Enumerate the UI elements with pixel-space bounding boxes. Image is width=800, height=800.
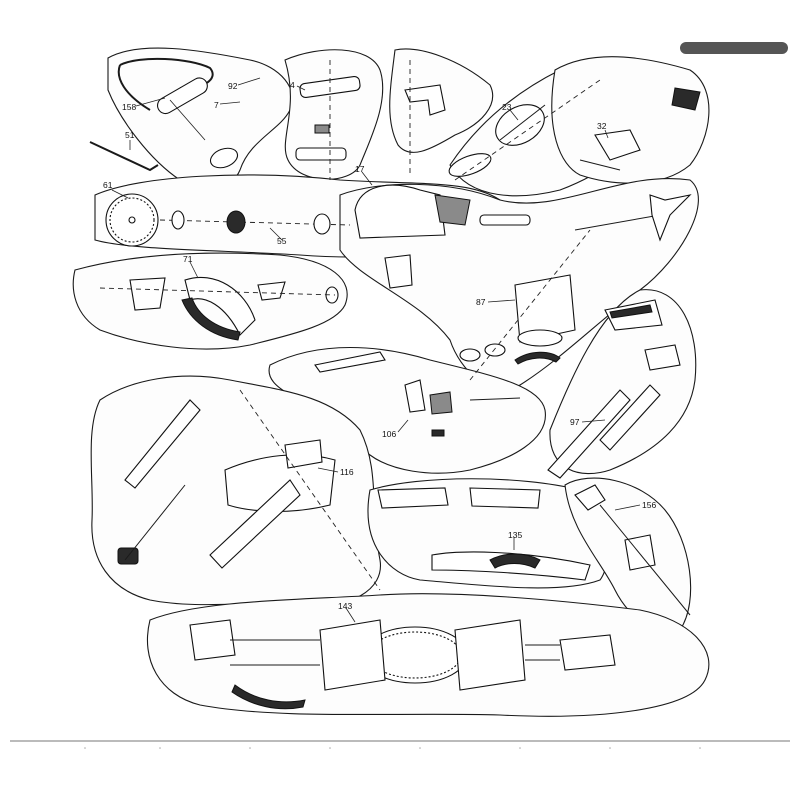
leader-71 [189, 261, 199, 279]
group-outline-handle-area [107, 47, 294, 190]
callout-87: 87 [476, 297, 486, 307]
callout-51: 51 [125, 130, 135, 140]
leader-23 [509, 109, 519, 121]
leader-116 [317, 467, 339, 473]
switch-assembly-part [295, 60, 361, 180]
fence-part [377, 487, 591, 581]
callout-55: 55 [277, 236, 287, 246]
callout-17: 17 [355, 164, 365, 174]
callout-23: 23 [502, 102, 512, 112]
grip-part [404, 60, 446, 175]
group-outline-top-right [551, 56, 710, 184]
callout-7: 7 [214, 100, 219, 110]
leader-143 [345, 607, 356, 623]
callout-71: 71 [183, 254, 193, 264]
callout-156: 156 [642, 500, 656, 510]
leader-97 [581, 419, 606, 423]
leader-156 [614, 504, 641, 511]
leader-87 [487, 299, 516, 303]
hex-key-part [89, 141, 159, 172]
brush-holder-part [579, 87, 701, 171]
lower-blade-guard-part [99, 276, 339, 341]
base-turntable-part [189, 619, 616, 710]
callout-116: 116 [340, 467, 354, 477]
leader-61 [111, 189, 129, 199]
callout-106: 106 [382, 429, 396, 439]
leader-106 [397, 419, 409, 433]
upper-blade-guard-part [354, 184, 531, 289]
callout-135: 135 [508, 530, 522, 540]
callout-4: 4 [290, 80, 295, 90]
page-tab-marker [680, 42, 788, 54]
leader-158 [135, 97, 166, 107]
handle-loop-part [117, 57, 239, 169]
leader-55 [269, 227, 283, 241]
extension-support-part [574, 484, 691, 616]
callout-97: 97 [570, 417, 580, 427]
fence-rod-part [547, 299, 681, 479]
leader-4 [296, 85, 306, 91]
leader-92 [237, 77, 261, 86]
callout-158: 158 [122, 102, 136, 112]
callout-92: 92 [228, 81, 238, 91]
leader-17 [361, 171, 373, 186]
callout-61: 61 [103, 180, 113, 190]
leader-7 [219, 101, 241, 105]
motor-part [448, 79, 601, 181]
callout-32: 32 [597, 121, 607, 131]
footer-dots [84, 747, 701, 749]
callout-143: 143 [338, 601, 352, 611]
turntable-arm-part [117, 389, 381, 591]
bevel-lock-part [314, 351, 521, 437]
saw-blade-part [105, 193, 351, 247]
leader-32 [604, 129, 609, 139]
arm-housing-part [459, 194, 692, 381]
